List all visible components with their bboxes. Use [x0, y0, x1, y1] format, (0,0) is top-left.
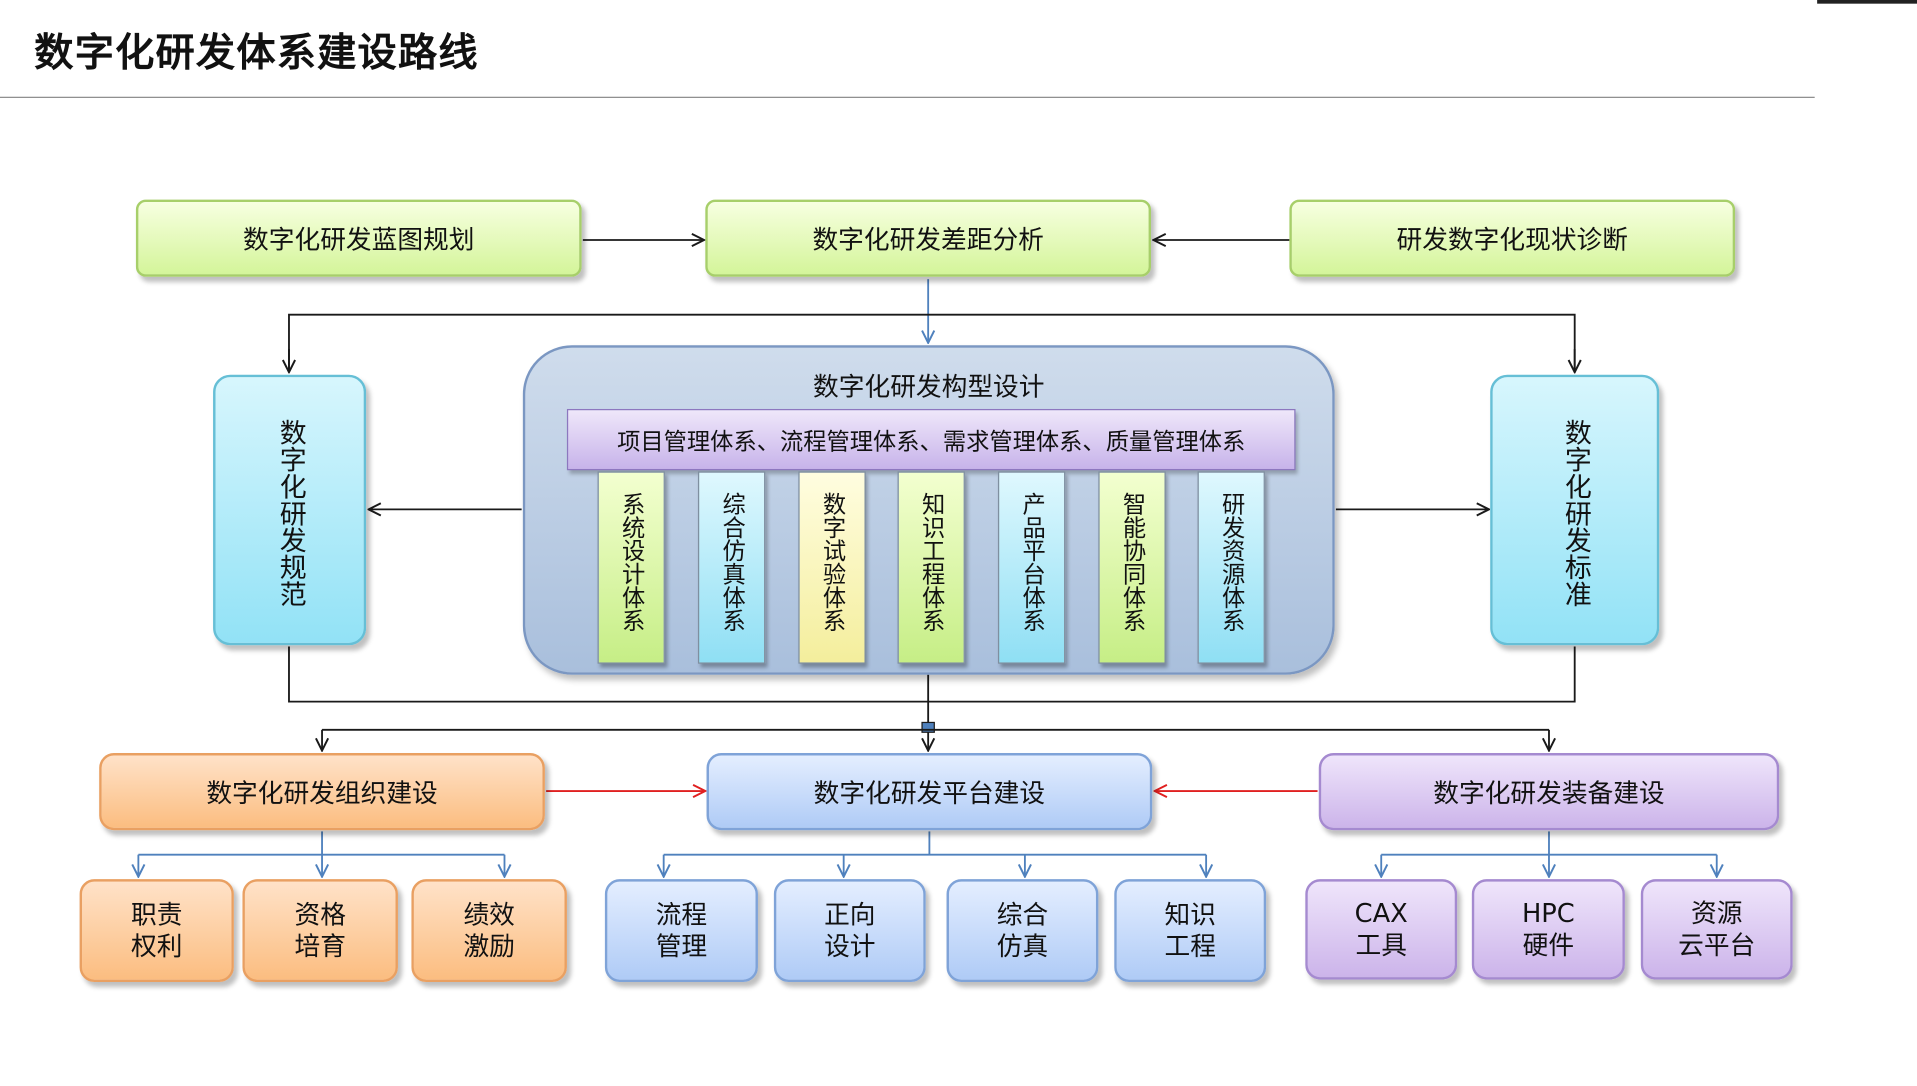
leaf-line: 综合 — [996, 899, 1049, 930]
pillar-label: 智能协同体系 — [1119, 492, 1147, 632]
leaf-line: 工程 — [1164, 931, 1216, 962]
org-building-box: 数字化研发组织建设 — [99, 753, 545, 831]
leaf-line: HPC — [1521, 898, 1575, 928]
line-split-to-sides — [288, 313, 1576, 372]
pillar-system-design: 系统设计体系 — [597, 471, 665, 664]
management-systems-bar: 项目管理体系、流程管理体系、需求管理体系、质量管理体系 — [566, 408, 1296, 471]
blueprint-planning-box: 数字化研发蓝图规划 — [135, 199, 582, 277]
pillar-label: 系统设计体系 — [618, 492, 646, 632]
leaf-integrated-simulation: 综合 仿真 — [946, 879, 1099, 983]
pillar-rd-resources: 研发资源体系 — [1197, 471, 1265, 664]
rd-specification-box: 数字化研发规范 — [213, 374, 367, 646]
pillar-product-platform: 产品平台体系 — [997, 471, 1066, 664]
leaf-line: 工具 — [1355, 930, 1407, 961]
status-diagnosis-box: 研发数字化现状诊断 — [1289, 199, 1736, 277]
pillar-label: 数字试验体系 — [819, 492, 847, 632]
leaf-forward-design: 正向 设计 — [773, 879, 926, 983]
leaf-line: 仿真 — [996, 931, 1049, 962]
leaf-line: 硬件 — [1522, 930, 1575, 961]
pillar-smart-collaboration: 智能协同体系 — [1098, 471, 1166, 664]
platform-building-box: 数字化研发平台建设 — [706, 753, 1153, 831]
rd-standard-label: 数字化研发标准 — [1560, 418, 1591, 608]
leaf-line: CAX — [1354, 898, 1408, 928]
equipment-building-box: 数字化研发装备建设 — [1318, 753, 1780, 831]
title-divider — [0, 96, 1815, 98]
rd-standard-box: 数字化研发标准 — [1490, 374, 1660, 646]
pillar-integrated-simulation: 综合仿真体系 — [697, 471, 766, 664]
leaf-responsibility: 职责 权利 — [79, 879, 234, 983]
configuration-design-title: 数字化研发构型设计 — [813, 372, 1045, 402]
leaf-qualification: 资格 培育 — [242, 879, 398, 983]
gap-analysis-label: 数字化研发差距分析 — [812, 224, 1044, 255]
pillar-digital-testing: 数字试验体系 — [798, 471, 866, 664]
leaf-line: 资源 — [1691, 898, 1743, 928]
line-merge-bottom — [288, 646, 1576, 703]
leaf-resource-cloud: 资源 云平台 — [1640, 879, 1793, 980]
leaf-performance: 绩效 激励 — [411, 879, 567, 983]
leaf-line: 正向 — [824, 899, 876, 930]
leaf-line: 职责 — [131, 899, 183, 930]
pillar-label: 知识工程体系 — [918, 492, 946, 632]
leaf-line: 知识 — [1164, 899, 1216, 930]
leaf-line: 激励 — [463, 931, 515, 962]
org-building-label: 数字化研发组织建设 — [206, 778, 438, 808]
pillar-knowledge-engineering: 知识工程体系 — [897, 471, 965, 664]
leaf-hpc-hardware: HPC 硬件 — [1471, 879, 1625, 980]
equipment-building-label: 数字化研发装备建设 — [1433, 778, 1665, 808]
status-diagnosis-label: 研发数字化现状诊断 — [1396, 224, 1628, 255]
pillar-label: 综合仿真体系 — [718, 492, 746, 632]
corner-mark — [1817, 0, 1917, 4]
leaf-line: 云平台 — [1678, 930, 1756, 961]
junction-node — [921, 721, 935, 733]
rd-specification-label: 数字化研发规范 — [274, 418, 306, 608]
pillar-label: 研发资源体系 — [1218, 492, 1246, 632]
leaf-line: 管理 — [655, 931, 708, 962]
page-title: 数字化研发体系建设路线 — [34, 29, 479, 76]
leaf-line: 培育 — [294, 931, 346, 962]
leaf-line: 设计 — [824, 931, 876, 962]
platform-building-label: 数字化研发平台建设 — [813, 778, 1046, 808]
leaf-line: 绩效 — [463, 899, 515, 930]
leaf-cax-tools: CAX 工具 — [1305, 879, 1458, 980]
gap-analysis-box: 数字化研发差距分析 — [705, 199, 1152, 277]
blueprint-planning-label: 数字化研发蓝图规划 — [243, 224, 475, 255]
leaf-process-management: 流程 管理 — [604, 879, 758, 983]
leaf-line: 流程 — [655, 899, 708, 930]
leaf-knowledge-engineering: 知识 工程 — [1114, 879, 1267, 983]
leaf-line: 权利 — [131, 931, 183, 962]
leaf-line: 资格 — [294, 899, 346, 930]
management-systems-label: 项目管理体系、流程管理体系、需求管理体系、质量管理体系 — [617, 427, 1246, 455]
pillar-label: 产品平台体系 — [1018, 492, 1046, 632]
